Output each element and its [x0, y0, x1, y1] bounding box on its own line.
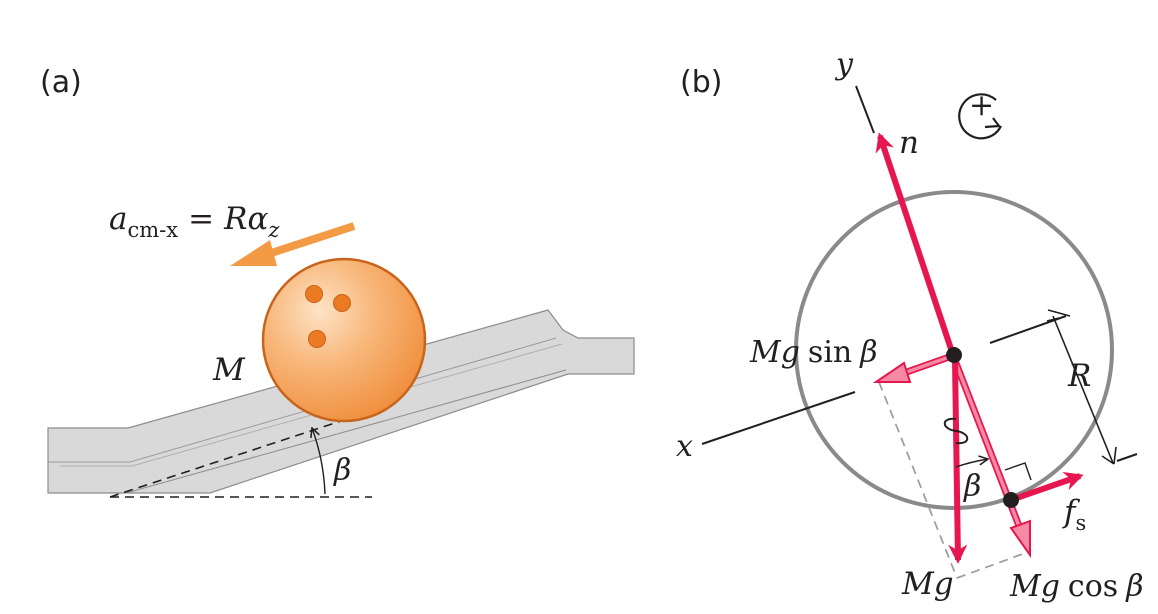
radius-dimension: [1046, 309, 1117, 465]
ball-hole: [333, 294, 351, 312]
angle-label-b: β: [963, 469, 981, 504]
center-of-mass-dot: [946, 347, 962, 363]
weight-arrow: [948, 359, 968, 564]
angle-label-a: β: [333, 453, 351, 488]
panel-b-label: (b): [680, 65, 722, 100]
friction-label: fs: [1062, 494, 1086, 535]
acceleration-arrow: [230, 222, 356, 266]
mg-sin-component-arrow: [872, 352, 954, 383]
panel-b: (b) y x + n: [676, 47, 1144, 604]
rotation-icon: [943, 417, 969, 445]
svg-text:+: +: [969, 88, 994, 123]
contact-point-dot: [1003, 492, 1019, 508]
ball-hole: [308, 330, 326, 348]
x-axis-label: x: [676, 429, 693, 464]
panel-a-label: (a): [40, 65, 82, 100]
panel-a: (a) β M acm-x=Rαz: [40, 65, 635, 498]
radius-label: R: [1067, 358, 1091, 394]
rotation-sign-icon: +: [958, 88, 1002, 140]
right-angle-marker: [1004, 462, 1032, 481]
component-dashed-lines: [878, 381, 1029, 579]
incline-dashed-line: [109, 417, 351, 498]
angle-arc-a: [312, 428, 326, 495]
x-axis: [701, 315, 1138, 462]
weight-label: Mg: [901, 566, 954, 602]
ball-hole: [305, 285, 323, 303]
acceleration-equation: acm-x=Rαz: [109, 201, 280, 242]
mass-label: M: [212, 352, 246, 388]
y-axis: [855, 85, 875, 134]
normal-force-arrow: [875, 132, 955, 353]
friction-arrow: [1010, 471, 1084, 503]
y-axis-label: y: [834, 47, 854, 82]
ball-outline: [794, 190, 1114, 510]
bowling-ball: [261, 257, 427, 423]
normal-force-label: n: [899, 125, 919, 161]
angle-arc-b: [955, 459, 988, 468]
mg-cos-component-arrow: [950, 356, 1031, 559]
